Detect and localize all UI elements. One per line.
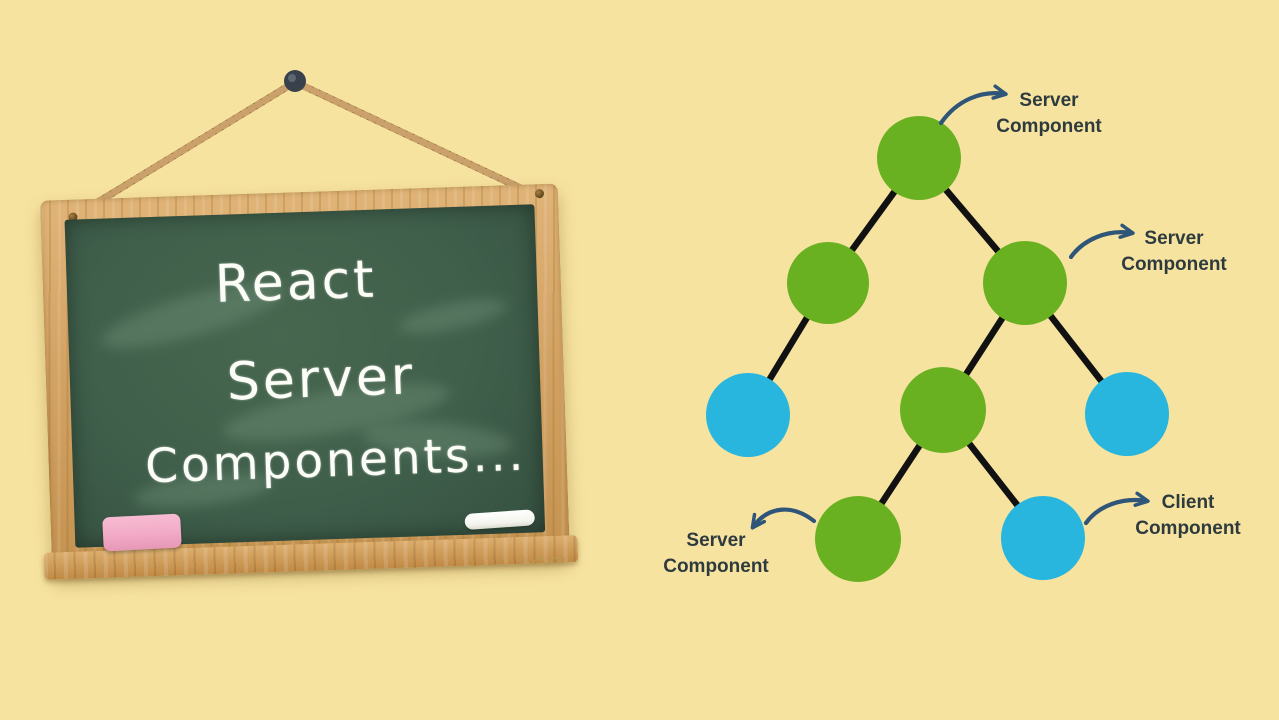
chalkboard-surface: React Server Components... [64,204,546,548]
pin-icon [284,70,306,92]
screw-icon [534,188,545,199]
board-title-line-2: Server [225,346,417,413]
tree-node-server-component [983,241,1067,325]
label-arrow-icon [750,507,817,530]
tree-edge [825,156,922,285]
tree-node-client-component [1085,372,1169,456]
board-title-line-3: Components... [144,426,528,495]
tree-node-server-component [815,496,901,582]
tree-node-client-component [706,373,790,457]
tree-node-server-component [900,367,986,453]
tree-node-client-component [1001,496,1085,580]
tree-edge [940,407,1046,541]
tree-edge [940,281,1028,412]
label-server-component-bottom: Server Component [663,530,769,577]
tree-node-server-component [787,242,869,324]
label-server-component-right: Server Component [1121,228,1227,275]
tree-edge [745,281,831,417]
tree-edge [855,408,946,541]
eraser [102,513,182,552]
tree-edge [1022,281,1130,416]
label-server-component-root: Server Component [996,90,1102,137]
label-client-component: Client Component [1135,492,1241,539]
pin-highlight [288,74,296,82]
chalkboard: React Server Components... [39,183,579,580]
tree-node-server-component [877,116,961,200]
tree-edge [916,155,1028,286]
